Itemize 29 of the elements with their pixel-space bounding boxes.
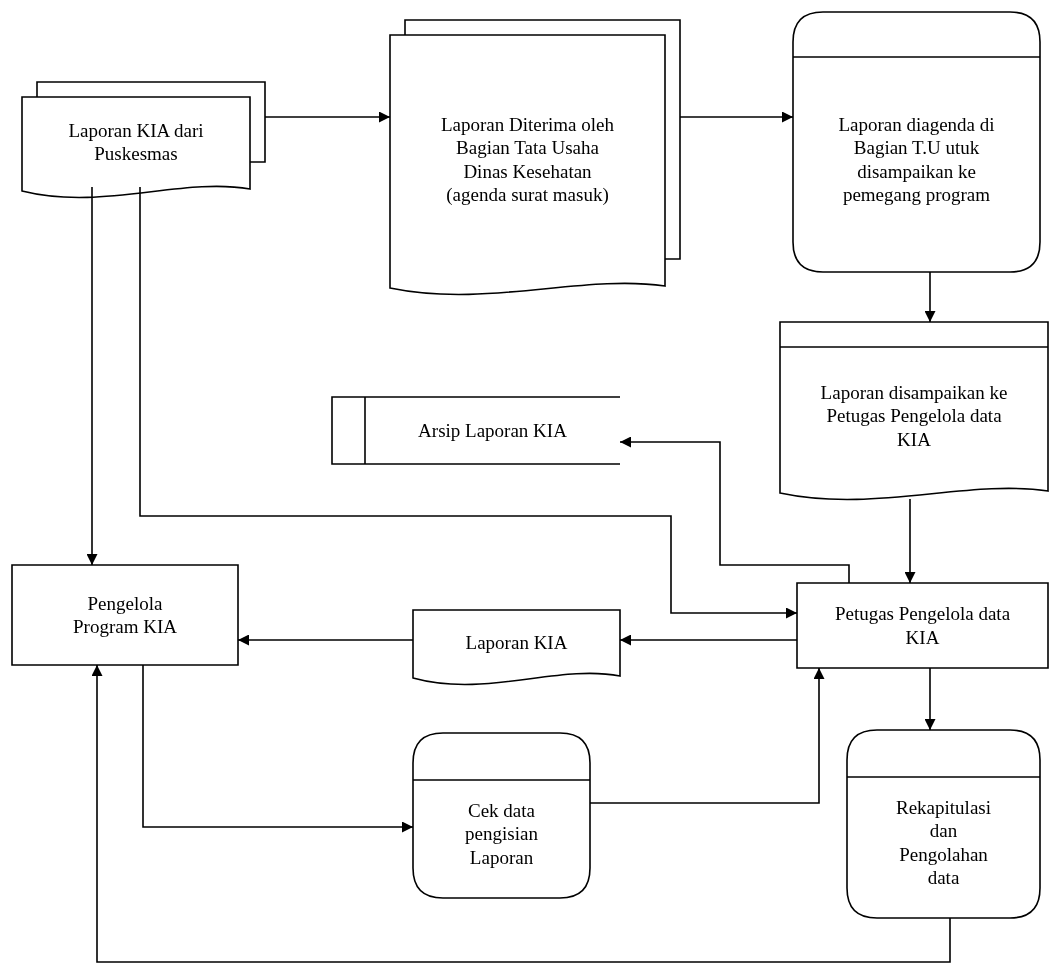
node-text: Pengelola Program KIA (72, 591, 178, 639)
node-text: Laporan KIA dari Puskesmas (67, 118, 205, 166)
process-box (12, 565, 238, 665)
arrow (86, 186, 98, 566)
arrow (904, 498, 916, 584)
rounded-process-box (847, 730, 1040, 918)
node-text: Cek data pengisian Laporan (464, 799, 539, 869)
data-store (332, 397, 620, 464)
rounded-process-box (413, 733, 590, 898)
arrow (619, 634, 798, 646)
arrow (924, 271, 936, 323)
node-text: Laporan Diterima oleh Bagian Tata Usaha Dinas Kesehatan (agenda surat masuk) (439, 113, 615, 206)
node-text: Petugas Pengelola data KIA (833, 602, 1012, 649)
node-text: Laporan diagenda di Bagian T.U utuk disampaikan ke pemegang program (837, 113, 996, 206)
node-text: Rekapitulasi dan Pengolahan data (895, 796, 992, 889)
arrow (142, 664, 414, 833)
arrow (139, 186, 798, 619)
rounded-process-box (793, 12, 1040, 272)
arrow (589, 667, 825, 804)
node-text: Arsip Laporan KIA (418, 418, 567, 443)
arrow (91, 664, 951, 963)
arrow (679, 111, 794, 123)
arrow (237, 634, 414, 646)
arrow (619, 436, 850, 584)
arrow (264, 111, 391, 123)
node-text: Laporan disampaikan ke Petugas Pengelola data KIA (819, 381, 1009, 451)
arrow (924, 667, 936, 731)
process-box (797, 583, 1048, 668)
node-text: Laporan KIA (465, 631, 568, 655)
